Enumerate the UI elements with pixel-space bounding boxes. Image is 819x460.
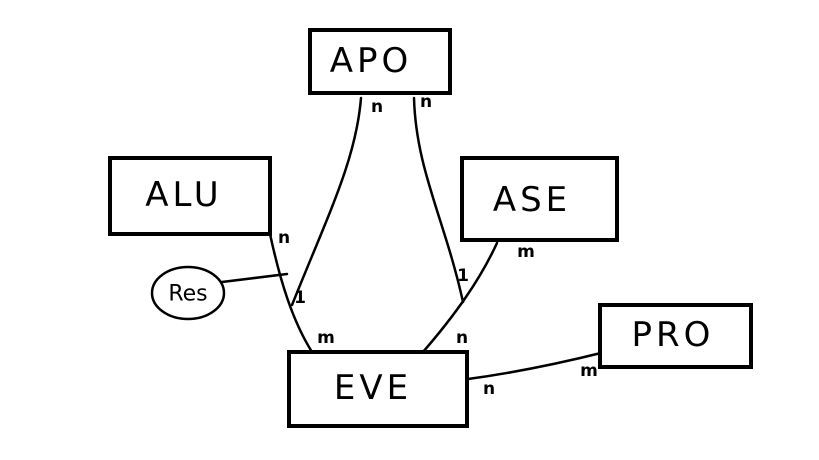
edge-apo-ase	[412, 96, 465, 304]
entity-apo[interactable]: APO	[308, 28, 452, 95]
entity-alu-box	[108, 156, 272, 236]
edge-ase-eve	[421, 241, 499, 354]
entity-eve[interactable]: EVE	[287, 350, 469, 428]
attribute-res[interactable]: Res	[150, 265, 226, 321]
entity-pro[interactable]: PRO	[598, 303, 753, 369]
edge-apo-eve	[290, 96, 363, 307]
entity-ase[interactable]: ASE	[460, 156, 619, 242]
entity-apo-box	[308, 28, 452, 95]
entity-pro-label: PRO	[632, 315, 715, 355]
cardinality-pro-eve-at-eve: n	[483, 379, 495, 399]
cardinality-apo-eve-mid: 1	[294, 288, 306, 308]
edge-res-alu-eve	[220, 272, 289, 284]
cardinality-pro-eve-at-pro: m	[580, 361, 598, 381]
attribute-res-label: Res	[168, 282, 207, 307]
entity-ase-box	[460, 156, 619, 242]
edge-pro-eve	[466, 350, 607, 381]
entity-ase-label: ASE	[493, 180, 571, 220]
attribute-res-ellipse	[150, 265, 226, 321]
cardinality-ase-apo-mid: 1	[457, 266, 469, 286]
entity-alu[interactable]: ALU	[108, 156, 272, 236]
cardinality-alu-eve-at-eve: m	[317, 328, 335, 348]
entity-eve-box	[287, 350, 469, 428]
edge-alu-eve	[268, 232, 314, 354]
entity-pro-box	[598, 303, 753, 369]
cardinality-alu-eve-at-alu: n	[278, 228, 290, 248]
cardinality-apo-ase-at-apo: n	[420, 92, 432, 112]
cardinality-apo-eve-at-apo: n	[371, 97, 383, 117]
cardinality-ase-eve-at-ase: m	[517, 242, 535, 262]
entity-alu-label: ALU	[145, 175, 222, 215]
cardinality-ase-eve-at-eve: n	[456, 328, 468, 348]
entity-eve-label: EVE	[334, 368, 412, 408]
entity-apo-label: APO	[330, 41, 413, 81]
